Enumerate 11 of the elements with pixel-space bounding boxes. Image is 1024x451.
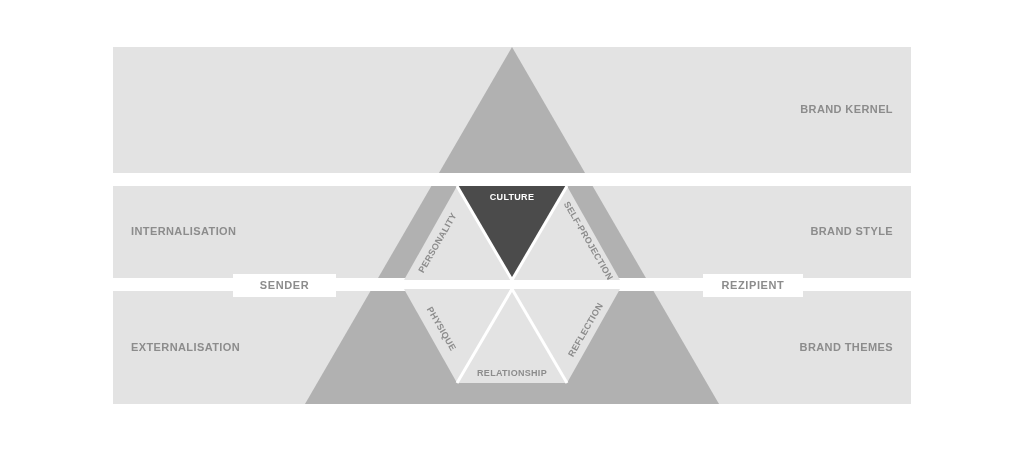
band-label: BRAND THEMES xyxy=(799,341,893,353)
band xyxy=(113,47,911,173)
role-label: REZIPIENT xyxy=(721,280,785,291)
role-label: SENDER xyxy=(259,280,310,291)
band-label: INTERNALISATION xyxy=(131,226,237,237)
band-label: BRAND STYLE xyxy=(810,226,893,237)
segment-label: RELATIONSHIP xyxy=(477,368,547,378)
segment-label: CULTURE xyxy=(489,192,535,202)
band-label: EXTERNALISATION xyxy=(131,341,241,353)
band xyxy=(113,186,911,278)
band-label: BRAND KERNEL xyxy=(800,104,893,115)
